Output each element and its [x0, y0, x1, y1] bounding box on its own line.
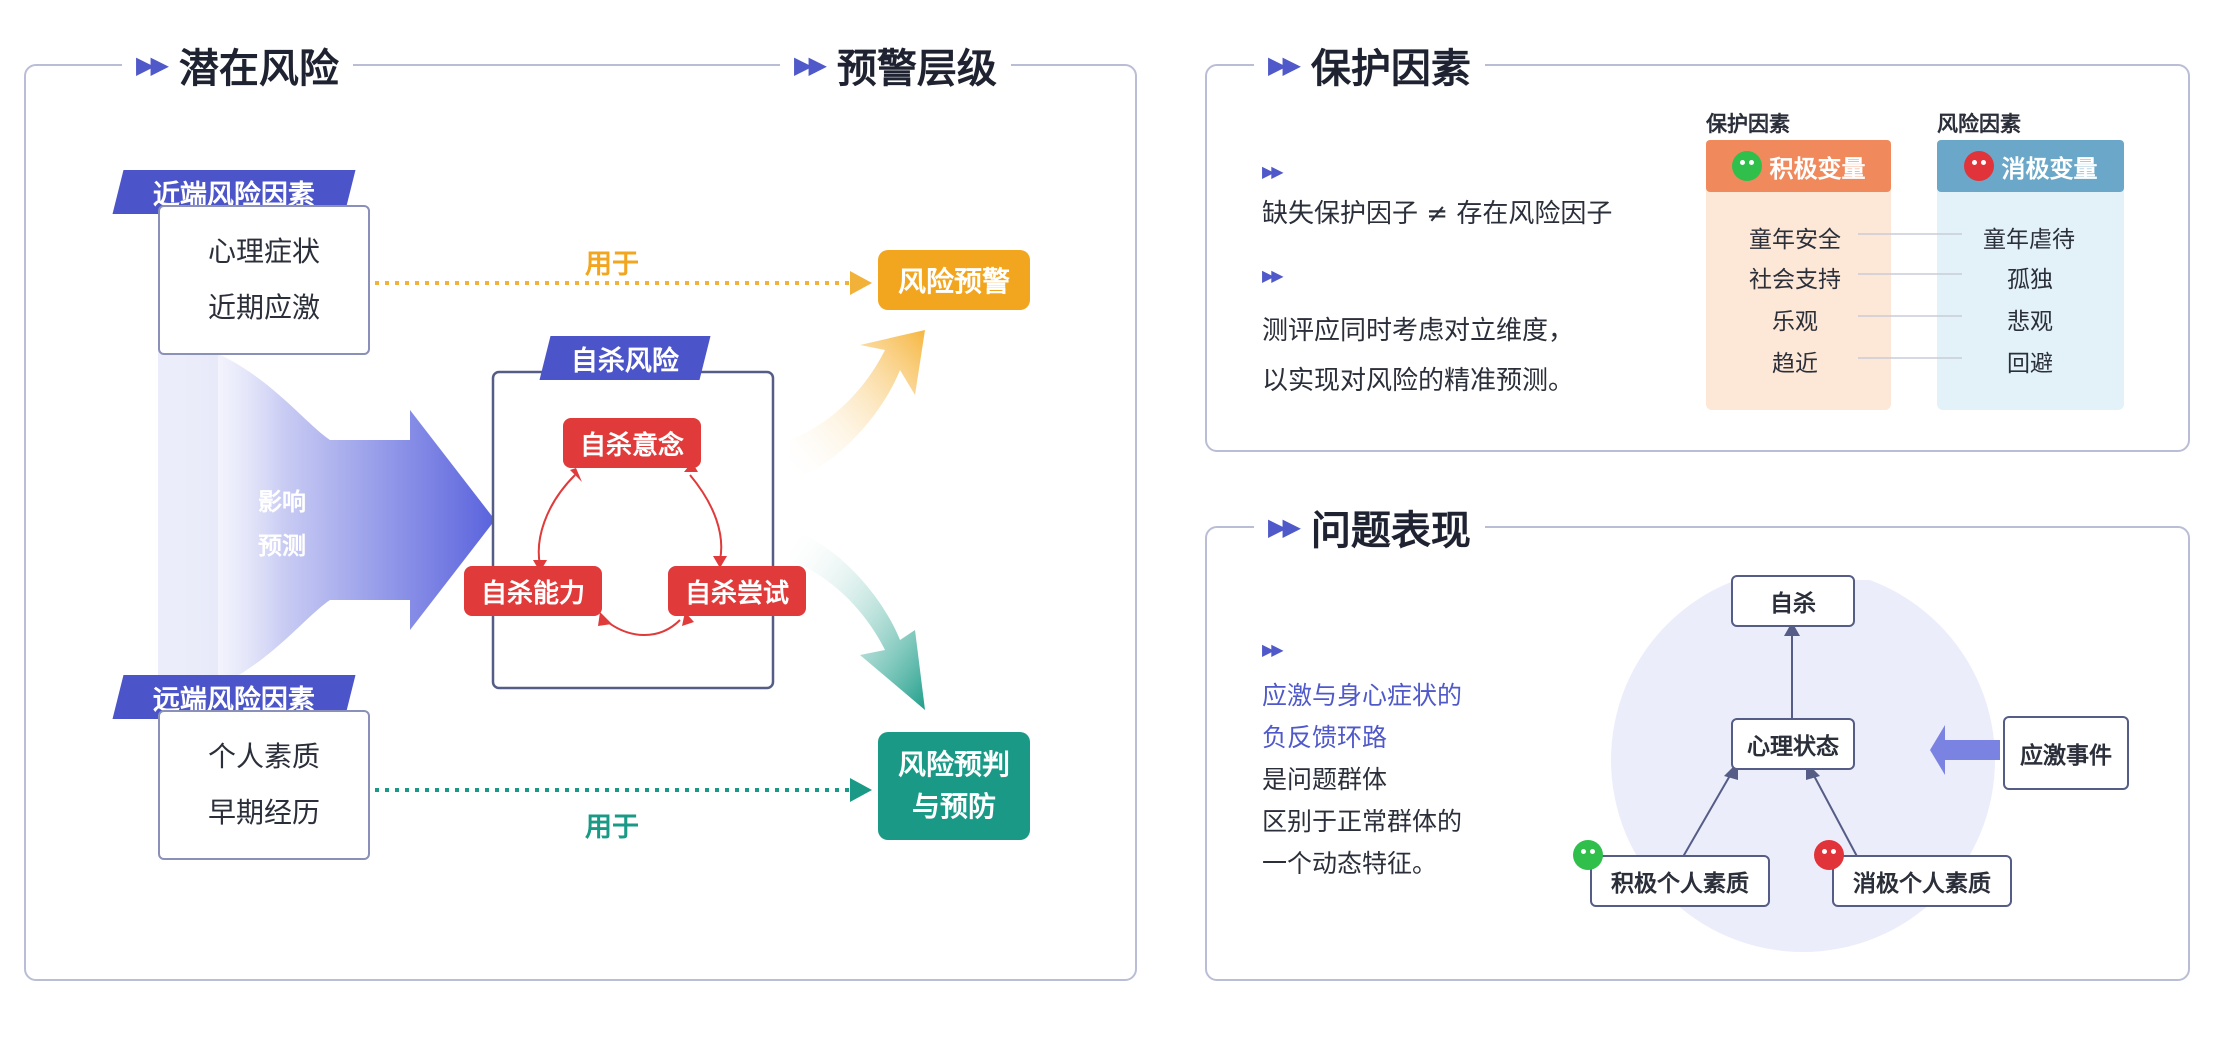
bullet-icon: ▶▶ [1262, 640, 1284, 659]
influence-label: 影响 预测 [258, 488, 306, 560]
distal-item: 早期经历 [207, 796, 320, 829]
dotted-arrowhead-warning [850, 271, 872, 295]
col-title-risk: 风险因素 [1937, 112, 2021, 136]
used-for-label-prevention: 用于 [585, 812, 639, 843]
problem-panel [1205, 526, 2190, 981]
cycle-arrow-left [537, 474, 576, 566]
suicide-risk-tag: 自杀风险 [539, 336, 711, 380]
negative-variable-head: 消极变量 [1937, 140, 2124, 192]
smile-icon [1573, 840, 1603, 870]
risk-item: 悲观 [2007, 309, 2053, 335]
cycle-arrow-right [689, 474, 723, 561]
node-positive-trait: 积极个人素质 [1590, 855, 1770, 907]
double-arrow-icon: ▶▶ [1268, 51, 1301, 79]
used-for-label-warning: 用于 [585, 249, 639, 280]
double-arrow-icon: ▶▶ [794, 51, 827, 79]
bullet-icon: ▶▶ [1262, 266, 1284, 285]
bullet-icon: ▶▶ [1262, 162, 1284, 181]
distal-risk-box: 个人素质 早期经历 [158, 710, 370, 860]
panel-title-risk: ▶▶ 潜在风险 [122, 40, 353, 92]
proximal-risk-box: 心理症状 近期应激 [158, 205, 370, 355]
cycle-arrow-bottom [604, 619, 681, 636]
col-title-protect: 保护因素 [1706, 112, 1790, 136]
protect-item: 趋近 [1772, 351, 1818, 377]
node-suicide-ideation: 自杀意念 [563, 418, 701, 468]
risk-item: 童年虐待 [1983, 227, 2075, 253]
edge-right-center [1811, 771, 1861, 863]
cycle-arrowhead [598, 612, 612, 626]
prevention-arrow [790, 530, 925, 710]
risk-item: 孤独 [2007, 267, 2053, 293]
risk-prevention-box: 风险预判 与预防 [878, 732, 1030, 840]
node-stress-event: 应激事件 [2003, 716, 2129, 790]
double-arrow-icon: ▶▶ [1268, 513, 1301, 541]
proximal-item: 近期应激 [207, 291, 320, 324]
protect-text-3: 以实现对风险的精准预测。 [1262, 366, 1575, 396]
protect-text-1: 缺失保护因子 ≠ 存在风险因子 [1262, 199, 1613, 229]
protect-item: 乐观 [1772, 309, 1818, 335]
warning-arrow [790, 330, 925, 480]
risk-item: 回避 [2007, 351, 2053, 377]
frown-icon [1814, 840, 1844, 870]
panel-title-protect: ▶▶ 保护因素 [1254, 40, 1485, 92]
stress-arrow [1930, 725, 2000, 775]
pair-connectors [1858, 233, 1962, 359]
smile-icon [1731, 151, 1762, 181]
proximal-item: 心理症状 [207, 235, 320, 268]
problem-text: 应激与身心症状的 负反馈环路 是问题群体 区别于正常群体的 一个动态特征。 [1262, 681, 1463, 878]
protect-item: 童年安全 [1749, 227, 1841, 253]
node-suicide-capability: 自杀能力 [464, 566, 602, 616]
cycle-arrowhead [713, 556, 727, 568]
node-suicide-attempt: 自杀尝试 [668, 566, 806, 616]
dotted-arrowhead-prevention [850, 778, 872, 802]
risk-warning-box: 风险预警 [878, 250, 1030, 310]
cycle-arrowhead [570, 468, 582, 482]
protect-item: 社会支持 [1749, 267, 1841, 293]
influence-arrow [170, 340, 495, 700]
edge-left-center [1679, 771, 1733, 863]
distal-item: 个人素质 [207, 740, 320, 773]
node-mental-state: 心理状态 [1731, 718, 1855, 770]
double-arrow-icon: ▶▶ [136, 51, 169, 79]
panel-title-problem: ▶▶ 问题表现 [1254, 502, 1485, 554]
node-suicide: 自杀 [1731, 575, 1855, 627]
node-negative-trait: 消极个人素质 [1832, 855, 2012, 907]
risk-panel [24, 64, 1137, 981]
edge-arrowhead [1784, 622, 1800, 636]
influence-band [158, 340, 218, 700]
protect-panel [1205, 64, 2190, 452]
panel-title-warning: ▶▶ 预警层级 [780, 40, 1011, 92]
frown-icon [1963, 151, 1994, 181]
protect-text-2: 测评应同时考虑对立维度， [1262, 316, 1575, 346]
positive-variable-head: 积极变量 [1706, 140, 1891, 192]
